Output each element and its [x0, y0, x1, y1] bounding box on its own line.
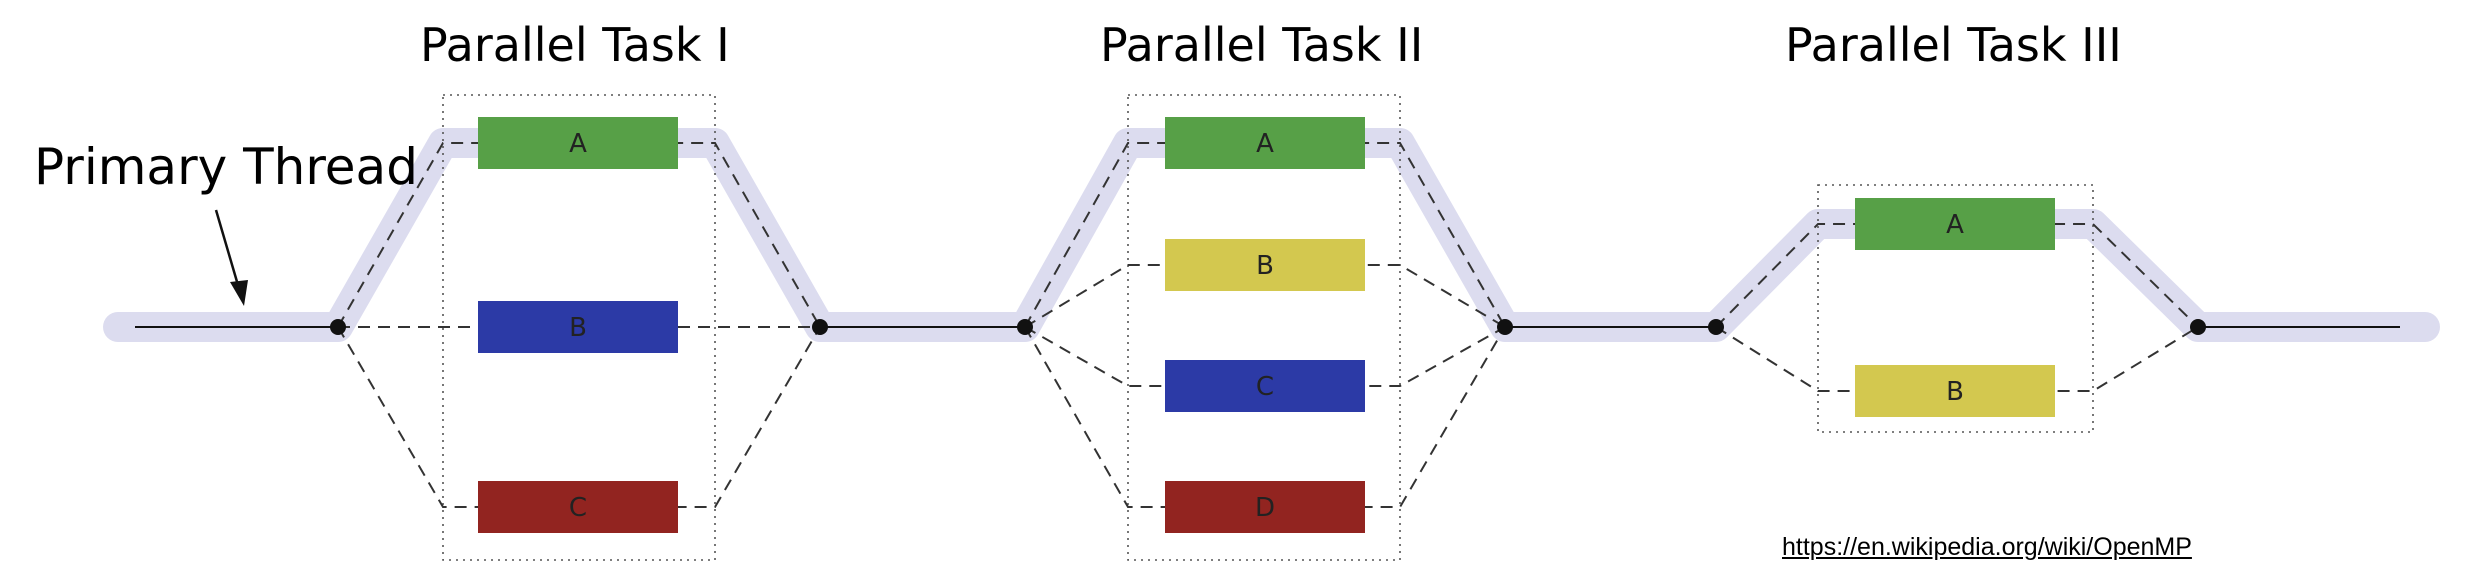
block-b-label: B	[1256, 251, 1274, 281]
block-a	[1855, 198, 2055, 250]
block-a-label: A	[569, 129, 587, 159]
primary-thread-label: Primary Thread	[34, 138, 418, 196]
join-node	[812, 319, 828, 335]
block-c-label: C	[1256, 372, 1274, 402]
block-a-label: A	[1946, 210, 1964, 240]
block-d	[1165, 481, 1365, 533]
join-node	[2190, 319, 2206, 335]
fork-node	[1017, 319, 1033, 335]
block-c-label: C	[569, 493, 587, 523]
block-d-label: D	[1255, 493, 1275, 523]
block-c	[478, 481, 678, 533]
block-b-label: B	[569, 313, 587, 343]
parallel-task-2: A B C D	[1017, 94, 1513, 561]
source-link[interactable]: https://en.wikipedia.org/wiki/OpenMP	[1782, 533, 2192, 561]
task-2-title: Parallel Task II	[1100, 18, 1424, 72]
pointer-arrow-head	[230, 280, 248, 306]
task-boundary-box	[442, 94, 716, 561]
thread-line-b	[1715, 326, 2199, 392]
join-node	[1497, 319, 1513, 335]
parallel-task-1: A B C	[330, 94, 828, 561]
block-b-label: B	[1946, 377, 1964, 407]
fork-node	[1708, 319, 1724, 335]
block-b	[478, 301, 678, 353]
fork-node	[330, 319, 346, 335]
block-b	[1165, 239, 1365, 291]
primary-thread-band	[103, 128, 2440, 342]
task-3-title: Parallel Task III	[1785, 18, 2122, 72]
pointer-arrow-shaft	[214, 209, 242, 293]
block-a	[1165, 117, 1365, 169]
block-c	[1165, 360, 1365, 412]
task-1-title: Parallel Task I	[420, 18, 730, 72]
parallel-task-3: AB	[1708, 184, 2206, 433]
task-boundary-box	[1817, 184, 2094, 433]
block-a-label: A	[1256, 129, 1274, 159]
thread-line-c	[337, 326, 821, 508]
thread-line-d	[1024, 326, 1506, 508]
block-a	[478, 117, 678, 169]
thread-line-b	[1024, 264, 1506, 328]
task-boundary-box	[1127, 94, 1401, 561]
block-b	[1855, 365, 2055, 417]
thread-line-c	[1024, 326, 1506, 387]
